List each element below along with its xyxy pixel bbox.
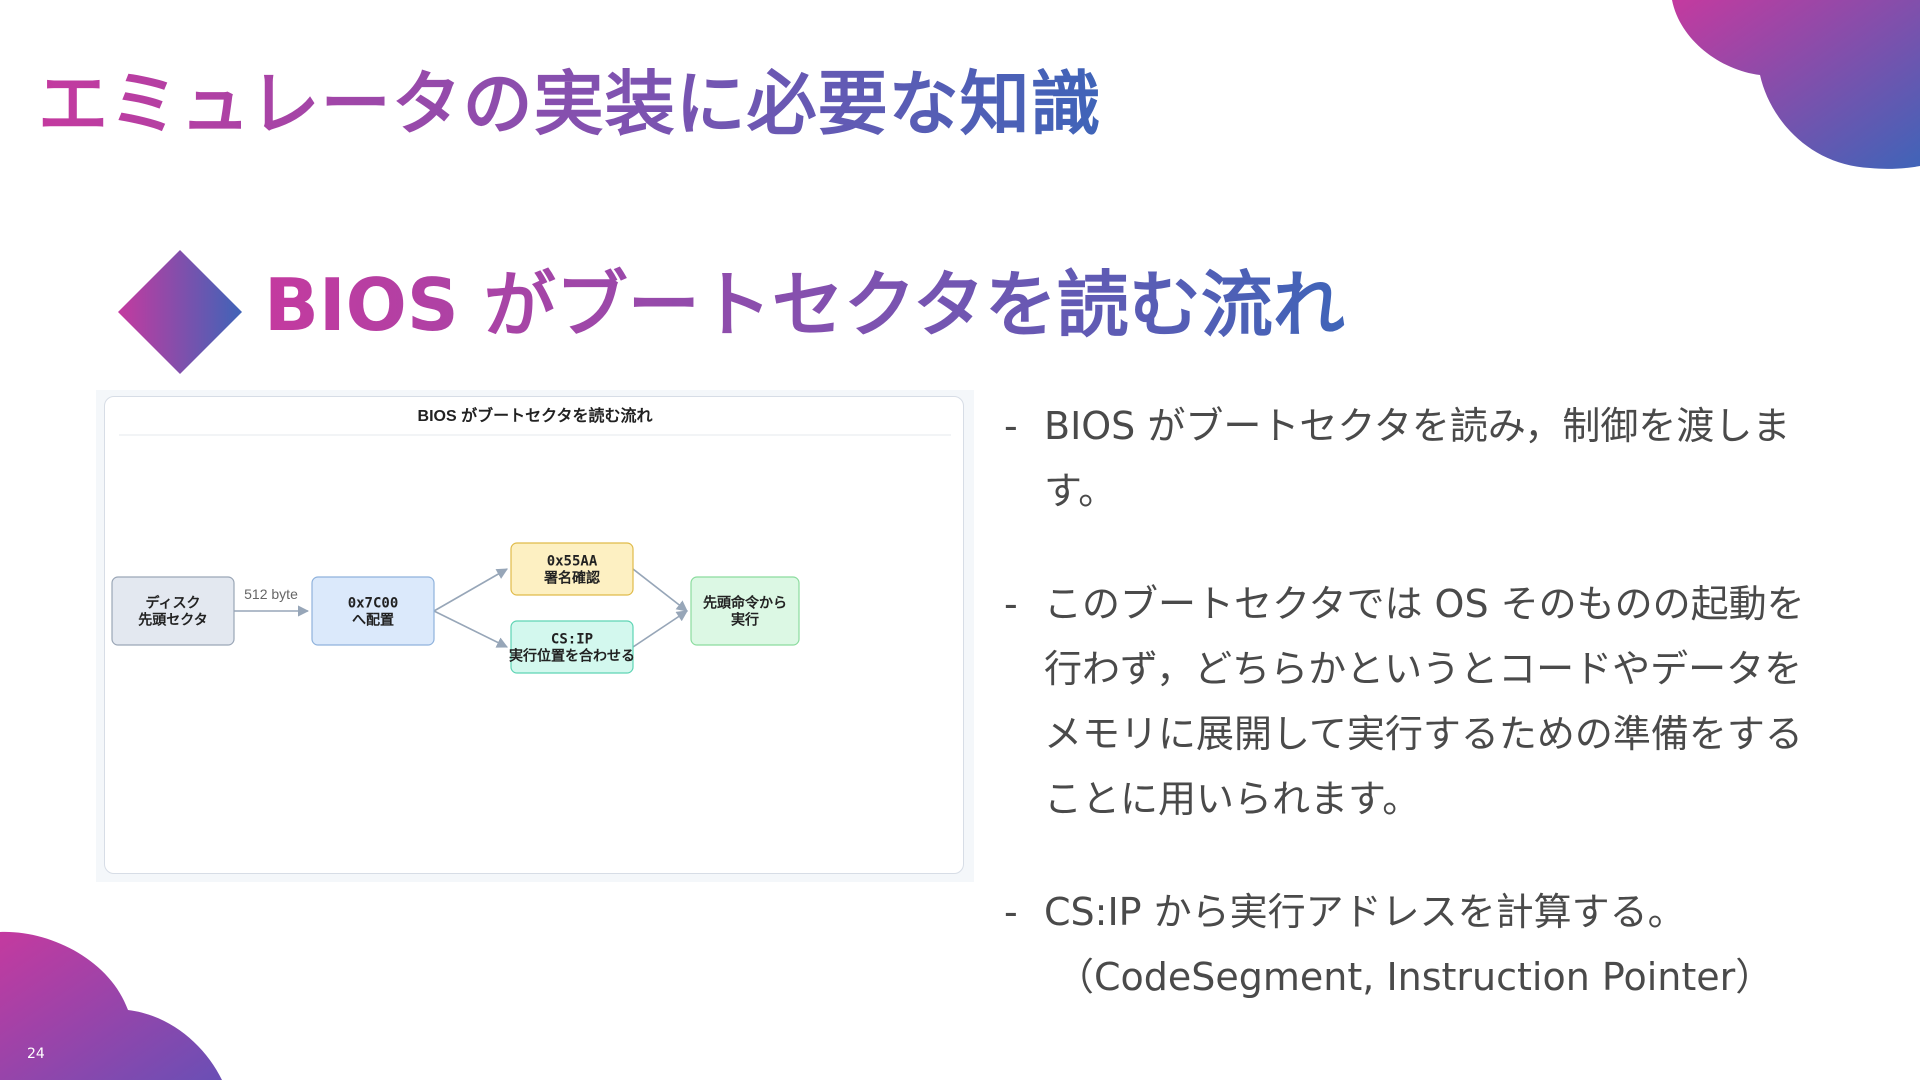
- node-label: 0x55AA: [547, 554, 598, 570]
- diagram-edges: 512 byte: [234, 568, 688, 648]
- node-label: へ配置: [352, 612, 394, 629]
- diagram-panel: BIOS がブートセクタを読む流れ 512 byte ディスク先頭セクタ 0x7C…: [96, 390, 974, 882]
- diagram-title: BIOS がブートセクタを読む流れ: [418, 406, 653, 425]
- node-label: CS:IP: [551, 632, 593, 648]
- bullet-item: -CS:IP から実行アドレスを計算する。 （CodeSegment, Instr…: [1004, 880, 1834, 1010]
- bullet-text: CS:IP から実行アドレスを計算する。: [1044, 890, 1686, 934]
- corner-decoration-top-right: [1672, 0, 1920, 169]
- diagram-card: BIOS がブートセクタを読む流れ 512 byte ディスク先頭セクタ 0x7C…: [104, 396, 964, 874]
- page-title: エミュレータの実装に必要な知識: [38, 63, 1102, 145]
- node-box-load: [311, 576, 435, 646]
- section-title: BIOS がブートセクタを読む流れ: [264, 263, 1345, 347]
- node-label: 先頭セクタ: [138, 612, 207, 629]
- node-label: 実行: [731, 612, 759, 629]
- edge-label: 512 byte: [244, 586, 298, 602]
- page-number: 24: [27, 1046, 45, 1062]
- node-label: 0x7C00: [348, 596, 399, 612]
- bullet-item: -このブートセクタでは OS そのものの起動を行わず，どちらかというとコードやデ…: [1004, 572, 1834, 832]
- diamond-icon: [118, 250, 242, 374]
- arrow-load-to-csip: [433, 610, 509, 648]
- bullet-text: このブートセクタでは OS そのものの起動を行わず，どちらかというとコードやデー…: [1044, 582, 1805, 821]
- node-box-disk: [111, 576, 235, 646]
- bullet-text: BIOS がブートセクタを読み，制御を渡します。: [1044, 404, 1791, 513]
- node-label: 署名確認: [543, 570, 600, 587]
- bullet-dash: -: [1004, 890, 1018, 934]
- bullet-dash: -: [1004, 404, 1018, 448]
- bullet-list: -BIOS がブートセクタを読み，制御を渡します。-このブートセクタでは OS …: [1004, 394, 1834, 1058]
- node-label: 実行位置を合わせる: [509, 648, 635, 665]
- bullet-subtext: （CodeSegment, Instruction Pointer）: [1056, 955, 1774, 999]
- node-box-exec: [690, 576, 800, 646]
- node-label: 先頭命令から: [703, 595, 787, 612]
- node-box-sig: [510, 542, 634, 596]
- bullet-item: -BIOS がブートセクタを読み，制御を渡します。: [1004, 394, 1834, 524]
- arrow-sig-to-exec: [632, 568, 688, 612]
- arrow-csip-to-exec: [632, 610, 688, 648]
- node-box-csip: [510, 620, 634, 674]
- node-label: ディスク: [145, 595, 200, 612]
- arrow-load-to-sig: [433, 568, 508, 612]
- bullet-dash: -: [1004, 582, 1018, 626]
